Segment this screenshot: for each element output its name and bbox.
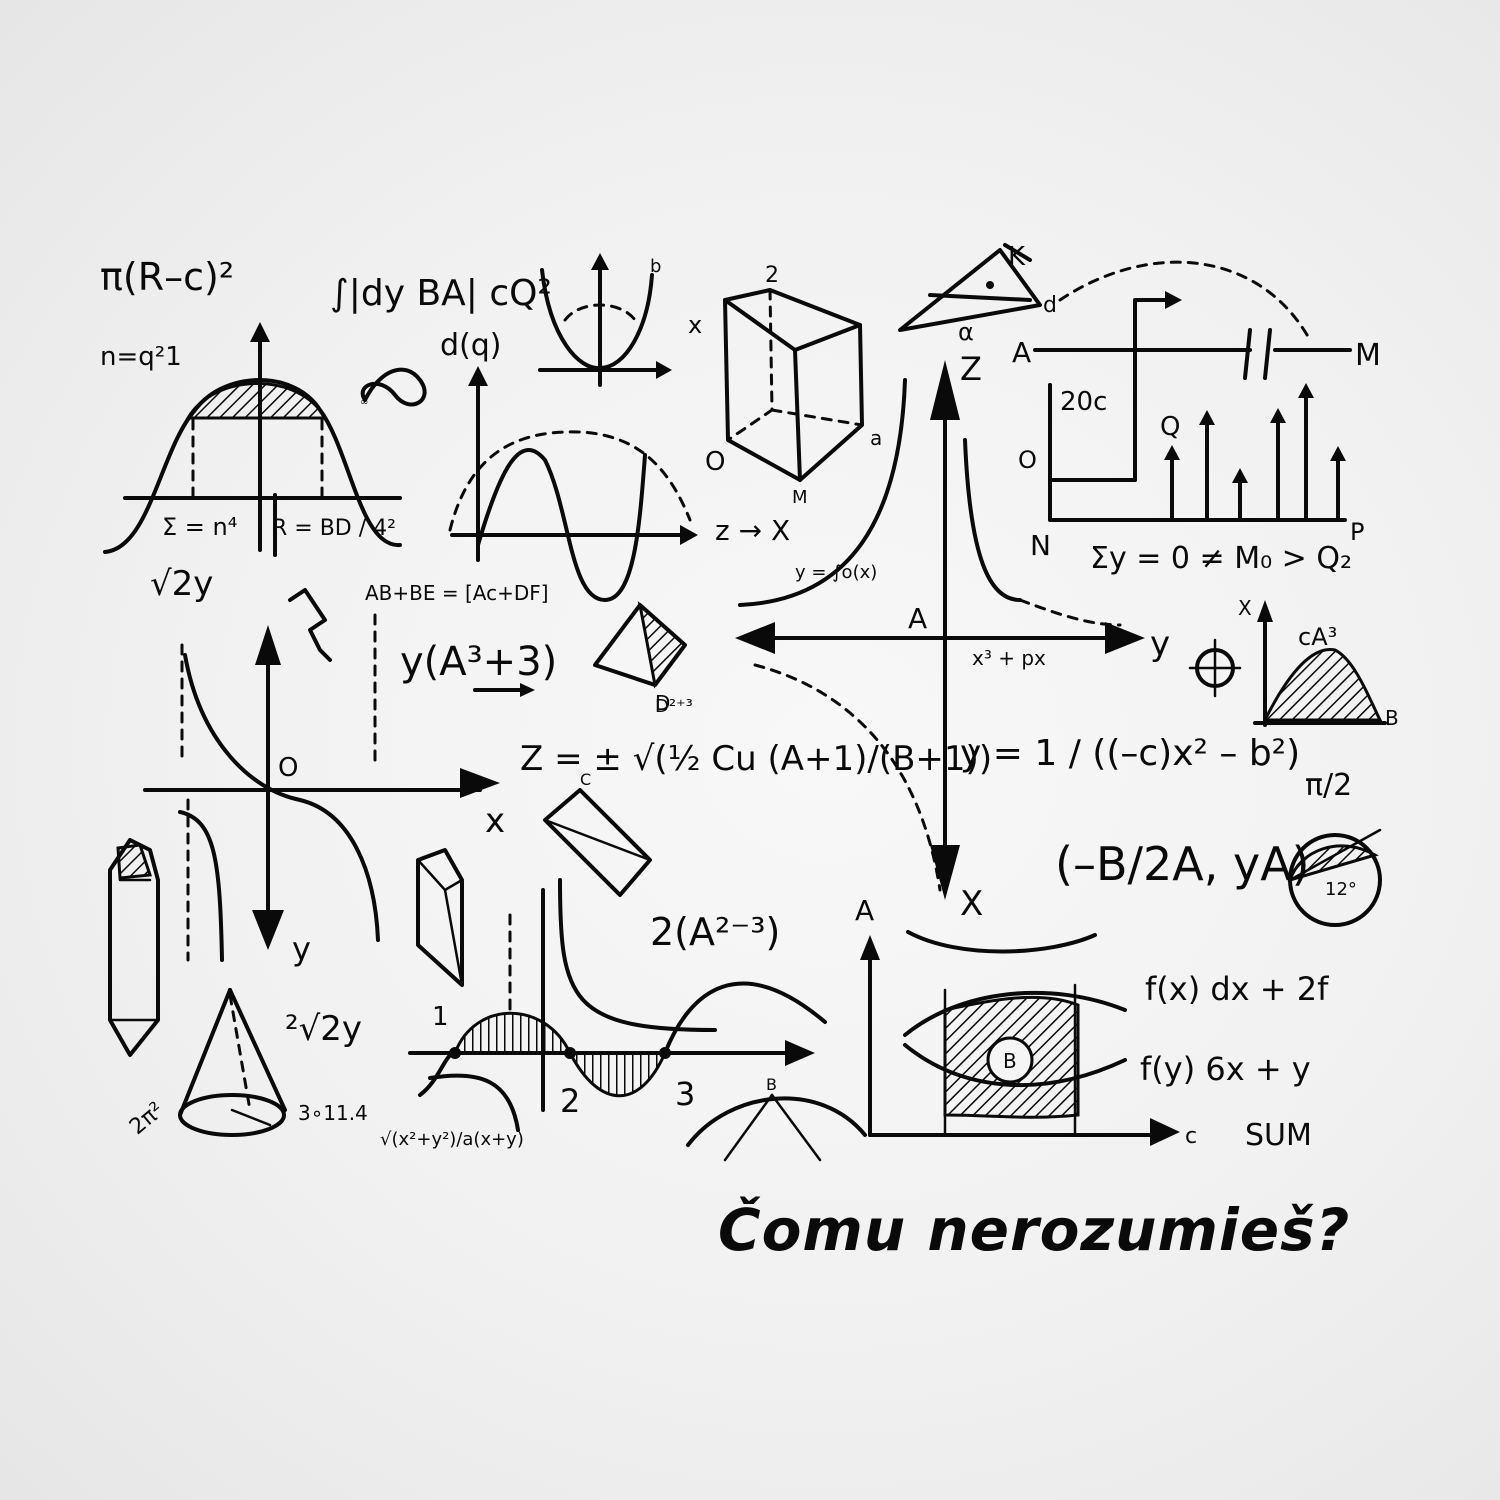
stem-bars xyxy=(1164,383,1346,520)
formula-pi: π(R–c)² xyxy=(100,255,234,299)
formula-sigma: Σ = n⁴ xyxy=(162,513,237,541)
formula-2a: 2(A²⁻³) xyxy=(650,910,780,954)
label-p: P xyxy=(1350,518,1364,546)
label-infinity: ∞ xyxy=(360,397,368,408)
formula-d23: D²⁺³ xyxy=(655,696,693,717)
label-n: N xyxy=(1030,529,1051,562)
left-hyperbola-sketch xyxy=(143,613,500,962)
label-two: 2 xyxy=(560,1082,580,1120)
formula-pi-half: π/2 xyxy=(1305,768,1352,803)
label-b-region: B xyxy=(1003,1049,1017,1073)
label-d-tri: D xyxy=(655,691,670,715)
label-c-rect: C xyxy=(580,770,591,789)
hatched-wave-sketch xyxy=(408,878,827,1132)
rotated-rectangle-sketch xyxy=(543,600,688,897)
formula-n: n=q²1 xyxy=(100,342,182,372)
cone-sketch xyxy=(178,988,287,1137)
label-o-cube: O xyxy=(705,447,725,477)
formula-vertex: (–B/2A, yA) xyxy=(1055,837,1310,891)
formula-z-to-x: z → X xyxy=(715,514,790,547)
formula-fy: f(y) 6x + y xyxy=(1140,1050,1311,1088)
label-y-left: y xyxy=(292,930,311,968)
triangle-sketch xyxy=(898,243,1042,332)
formula-ab-be: AB+BE = [Ac+DF] xyxy=(365,581,549,605)
label-x-cube: x xyxy=(688,311,702,339)
label-o-circuit: O xyxy=(1018,446,1037,474)
sine-wave-sketch xyxy=(448,366,698,602)
label-b-parabola: b xyxy=(650,256,661,277)
formula-y-int: y = ∫o(x) xyxy=(795,562,877,583)
formula-sqrt2y: √2y xyxy=(150,564,213,604)
formula-texts: π(R–c)² ∫|dy BA| cQ² n=q²1 d(q) Σ = n⁴ R… xyxy=(100,255,1357,1153)
label-a-center: A xyxy=(908,602,927,635)
label-m: M xyxy=(1355,338,1381,373)
formula-x3px: x³ + px xyxy=(972,646,1046,670)
formula-ca3: cA³ xyxy=(1298,623,1337,651)
hatched-bump-sketch xyxy=(1188,600,1387,727)
formula-dq: d(q) xyxy=(440,328,502,363)
formula-integral: ∫|dy BA| cQ² xyxy=(330,273,552,314)
formula-12deg: 12° xyxy=(1325,879,1357,900)
prism-sketch xyxy=(416,848,464,987)
parabola-sketch xyxy=(360,253,672,407)
label-x-bump: X xyxy=(1238,596,1252,620)
label-b-bump: B xyxy=(1385,706,1399,730)
integral-region-sketch xyxy=(860,935,1180,1146)
arc-sketch xyxy=(686,1093,867,1162)
formula-2pi2: 2π² xyxy=(125,1098,169,1140)
label-x-left: x xyxy=(485,801,505,841)
bell-curve-sketch xyxy=(103,322,402,554)
label-alpha: α xyxy=(958,318,974,346)
formula-sigma-y: Σy = 0 ≠ M₀ > Q₂ xyxy=(1090,541,1352,576)
misc-strokes xyxy=(273,493,535,697)
label-two-cube: 2 xyxy=(765,263,779,288)
label-x-center: X xyxy=(960,884,983,924)
label-d-triangle: d xyxy=(1043,293,1057,318)
label-m-cube: M xyxy=(792,487,808,508)
label-c-axis: c xyxy=(1185,1124,1197,1149)
label-z: Z xyxy=(960,350,982,388)
formula-sqrt-xy: √(x²+y²)/a(x+y) xyxy=(380,1129,524,1150)
label-one: 1 xyxy=(432,1002,449,1032)
crystal-sketch xyxy=(108,838,160,1057)
formula-ya3: y(A³+3) xyxy=(400,639,557,685)
label-b-arc: B xyxy=(766,1075,777,1094)
circle-segment-sketch xyxy=(1287,828,1382,927)
label-a-circuit: A xyxy=(1012,336,1031,369)
label-three: 3 xyxy=(675,1075,695,1113)
label-y-right: y xyxy=(1150,624,1170,664)
axis-labels: A B C D M N P Q Z X y x a b c d O 1 2 3 … xyxy=(278,242,1399,1149)
formula-y-fraction: y = 1 / ((–c)x² – b²) xyxy=(960,733,1300,774)
cube-sketch xyxy=(723,288,864,482)
hyperbola-axes-sketch xyxy=(735,360,1145,954)
label-a-lower: A xyxy=(855,894,874,927)
formula-sum: SUM xyxy=(1245,1118,1312,1153)
label-k: K xyxy=(1008,242,1026,272)
formula-r: R = BD / 4² xyxy=(272,516,396,541)
label-a-cube: a xyxy=(870,426,882,450)
formula-20c: 20c xyxy=(1060,387,1107,417)
formula-fx: f(x) dx + 2f xyxy=(1145,970,1329,1008)
formula-3011: 3∘11.4 xyxy=(298,1101,368,1125)
caption-question: Čomu nerozumieš? xyxy=(718,1196,1351,1264)
formula-root-2y: ²√2y xyxy=(285,1009,362,1049)
circuit-sketch xyxy=(1033,260,1352,522)
label-o-left: O xyxy=(278,753,298,783)
formula-z: Z = ± √(½ Cu (A+1)/(B+1)) xyxy=(520,739,992,779)
label-q: Q xyxy=(1160,412,1180,442)
